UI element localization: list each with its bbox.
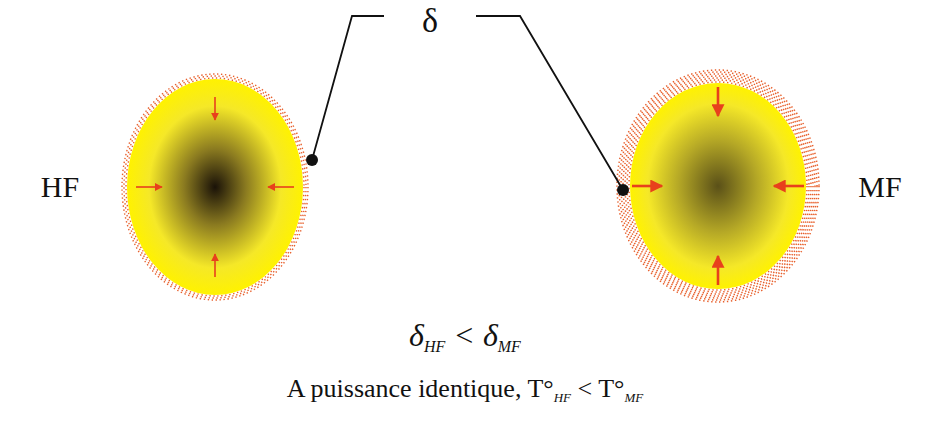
halo-dots xyxy=(629,82,807,290)
leader-lines xyxy=(312,16,623,190)
halo-dots xyxy=(619,72,817,300)
halo-dots xyxy=(621,74,815,298)
leader-dot xyxy=(617,184,629,196)
halo-dots xyxy=(627,80,809,292)
hf-workpiece xyxy=(127,79,303,295)
hf-arrows xyxy=(136,97,294,277)
mf-label: MF xyxy=(858,170,901,203)
halo-dots xyxy=(623,76,813,296)
hf-label: HF xyxy=(41,170,79,203)
mf-workpiece xyxy=(630,83,806,289)
temperature-note: A puissance identique, T°HF < T°MF xyxy=(287,375,644,405)
halo-dots xyxy=(126,78,304,296)
halo-dots xyxy=(124,76,306,298)
leader-dot xyxy=(306,154,318,166)
skin-depth-symbol: δ xyxy=(422,2,438,39)
mf-arrows xyxy=(632,87,804,285)
halo-dots xyxy=(122,74,308,300)
depth-inequality: δHF < δMF xyxy=(409,318,521,355)
halo-dots xyxy=(625,78,811,294)
skin-depth-halo xyxy=(122,70,819,302)
halo-dots xyxy=(617,70,819,302)
